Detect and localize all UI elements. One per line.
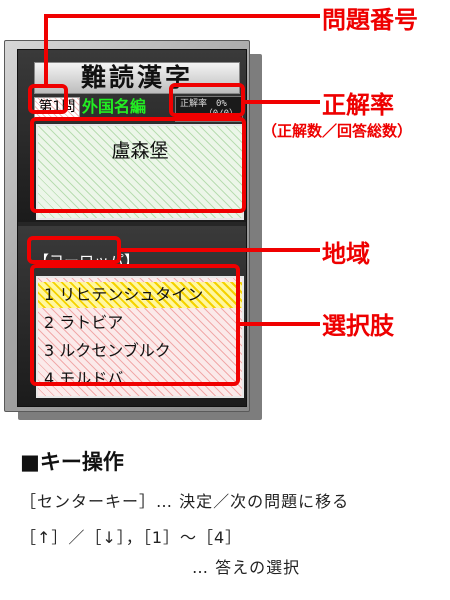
question-number-leader-vertical [44,14,48,86]
category-label: 外国名編 [82,97,147,116]
game-device: 難読漢字 第1問 外国名編 正解率 0% （0/0） 盧森堡 【ヨーロッパ】 1… [4,40,262,420]
choice-item[interactable]: 3 ルクセンブルク [44,341,171,360]
region-leader [121,248,320,252]
choices-callout: 選択肢 [322,312,394,340]
choice-item[interactable]: 1 リヒテンシュタイン [38,282,242,308]
accuracy-highlight [169,83,245,117]
key-help-center: ［センターキー］… 決定／次の問題に移る [20,492,350,511]
question-panel-highlight [30,117,246,213]
key-help-arrows: ［↑］／［↓］，［1］～［4］ [20,528,243,547]
device-frame: 難読漢字 第1問 外国名編 正解率 0% （0/0） 盧森堡 【ヨーロッパ】 1… [4,40,250,412]
question-number-callout: 問題番号 [322,6,418,34]
question-panel: 盧森堡 [36,124,244,220]
question-text: 盧森堡 [111,140,169,162]
accuracy-detail-callout: （正解数／回答総数） [262,122,413,140]
accuracy-rate: 正解率 0% [180,99,227,109]
device-screen: 難読漢字 第1問 外国名編 正解率 0% （0/0） 盧森堡 【ヨーロッパ】 1… [17,49,247,407]
key-help-title: ■キー操作 [20,450,124,474]
accuracy-callout: 正解率 [322,91,394,119]
choice-list: 1 リヒテンシュタイン 2 ラトビア 3 ルクセンブルク 4 モルドバ [36,276,244,398]
accuracy-leader [245,100,320,104]
key-help-select: … 答えの選択 [192,558,301,577]
choices-highlight [30,264,240,386]
region-highlight [27,236,121,264]
region-callout: 地域 [322,240,370,268]
choices-leader [240,322,320,326]
question-number-highlight [28,84,68,114]
choice-item[interactable]: 2 ラトビア [44,313,124,332]
question-number-leader-horizontal [44,14,320,18]
